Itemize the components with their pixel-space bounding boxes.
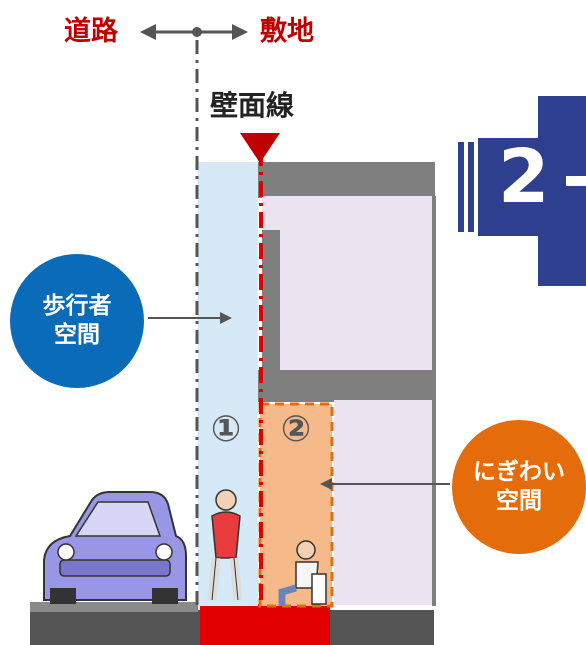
road-label: 道路: [64, 16, 118, 47]
double-arrow-icon: [140, 24, 248, 40]
banner-char-fragment: [566, 162, 586, 208]
sidewalk-strip: [30, 602, 198, 612]
bustle-space-label-1: にぎわい: [473, 459, 565, 486]
block-arrow-icon: [458, 96, 586, 286]
wall-line-label: 壁面線: [210, 89, 295, 122]
banner-number: 2: [498, 134, 550, 220]
pedestrian-space-badge: 歩行者 空間: [10, 254, 144, 388]
site-label: 敷地: [260, 16, 314, 47]
pedestrian-space-label-1: 歩行者: [42, 293, 112, 320]
bustle-space-badge: にぎわい 空間: [452, 420, 586, 554]
site-ground-red: [200, 604, 330, 645]
pedestrian-space-label-2: 空間: [54, 322, 100, 348]
down-triangle-icon: [240, 133, 280, 163]
bustle-space-label-2: 空間: [496, 488, 542, 514]
car-icon: [43, 491, 187, 604]
zone-number-2: ②: [280, 409, 312, 450]
building: [258, 162, 436, 606]
pedestrian-icon: [207, 489, 243, 601]
seated-person-icon: [278, 540, 327, 606]
zone-number-1: ①: [210, 409, 242, 450]
